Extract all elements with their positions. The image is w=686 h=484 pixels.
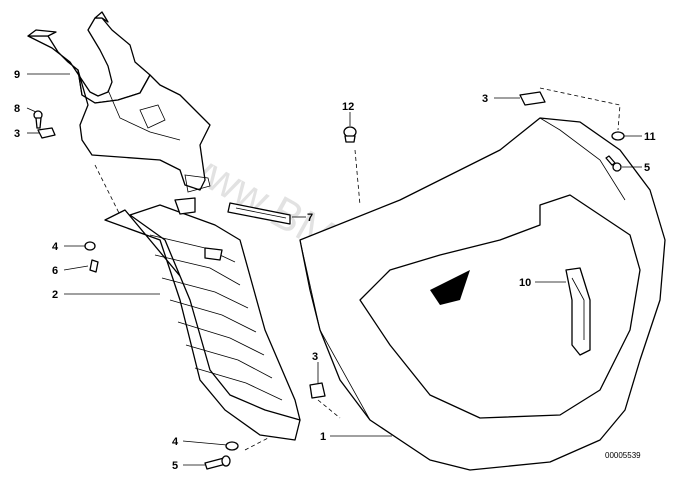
part-9-upper-bracket — [27, 11, 211, 193]
callout-5a: 5 — [644, 162, 650, 174]
part-1-fairing-panel — [299, 117, 666, 471]
callout-4b: 4 — [172, 436, 179, 448]
callout-3a: 3 — [14, 128, 20, 140]
part-6-screw — [89, 259, 99, 273]
part-7-strip — [227, 202, 291, 225]
part-12-grommet — [343, 126, 357, 143]
part-3-clip-left — [37, 127, 56, 139]
part-2-slatted-panel — [104, 197, 301, 441]
part-10-reflector — [565, 267, 591, 356]
callout-11: 11 — [644, 131, 656, 143]
callout-8: 8 — [14, 103, 20, 115]
callout-3b: 3 — [482, 93, 488, 105]
callout-1: 1 — [320, 431, 326, 443]
reference-code: 00005539 — [605, 451, 641, 460]
part-4-washer-b — [225, 441, 239, 451]
assembly-lines — [94, 87, 621, 451]
part-3-clip-right — [519, 91, 546, 106]
part-3-clip-mid — [309, 382, 326, 399]
callout-12: 12 — [342, 101, 354, 113]
leader-lines — [26, 73, 642, 466]
callout-9: 9 — [14, 69, 20, 81]
callout-4a: 4 — [52, 241, 59, 253]
part-5-screw-right — [605, 155, 622, 172]
callout-10: 10 — [519, 277, 531, 289]
callout-3c: 3 — [312, 351, 318, 363]
callout-2: 2 — [52, 289, 58, 301]
callout-7: 7 — [307, 212, 313, 224]
part-8-screw — [33, 110, 43, 129]
part-5-screw-bottom — [204, 455, 231, 470]
part-11-washer — [611, 131, 625, 141]
callout-labels: 9 8 3 4 6 2 12 7 3 11 5 10 3 1 4 5 — [14, 69, 656, 472]
callout-6: 6 — [52, 265, 58, 277]
callout-5b: 5 — [172, 460, 178, 472]
part-4-washer-a — [84, 241, 96, 251]
